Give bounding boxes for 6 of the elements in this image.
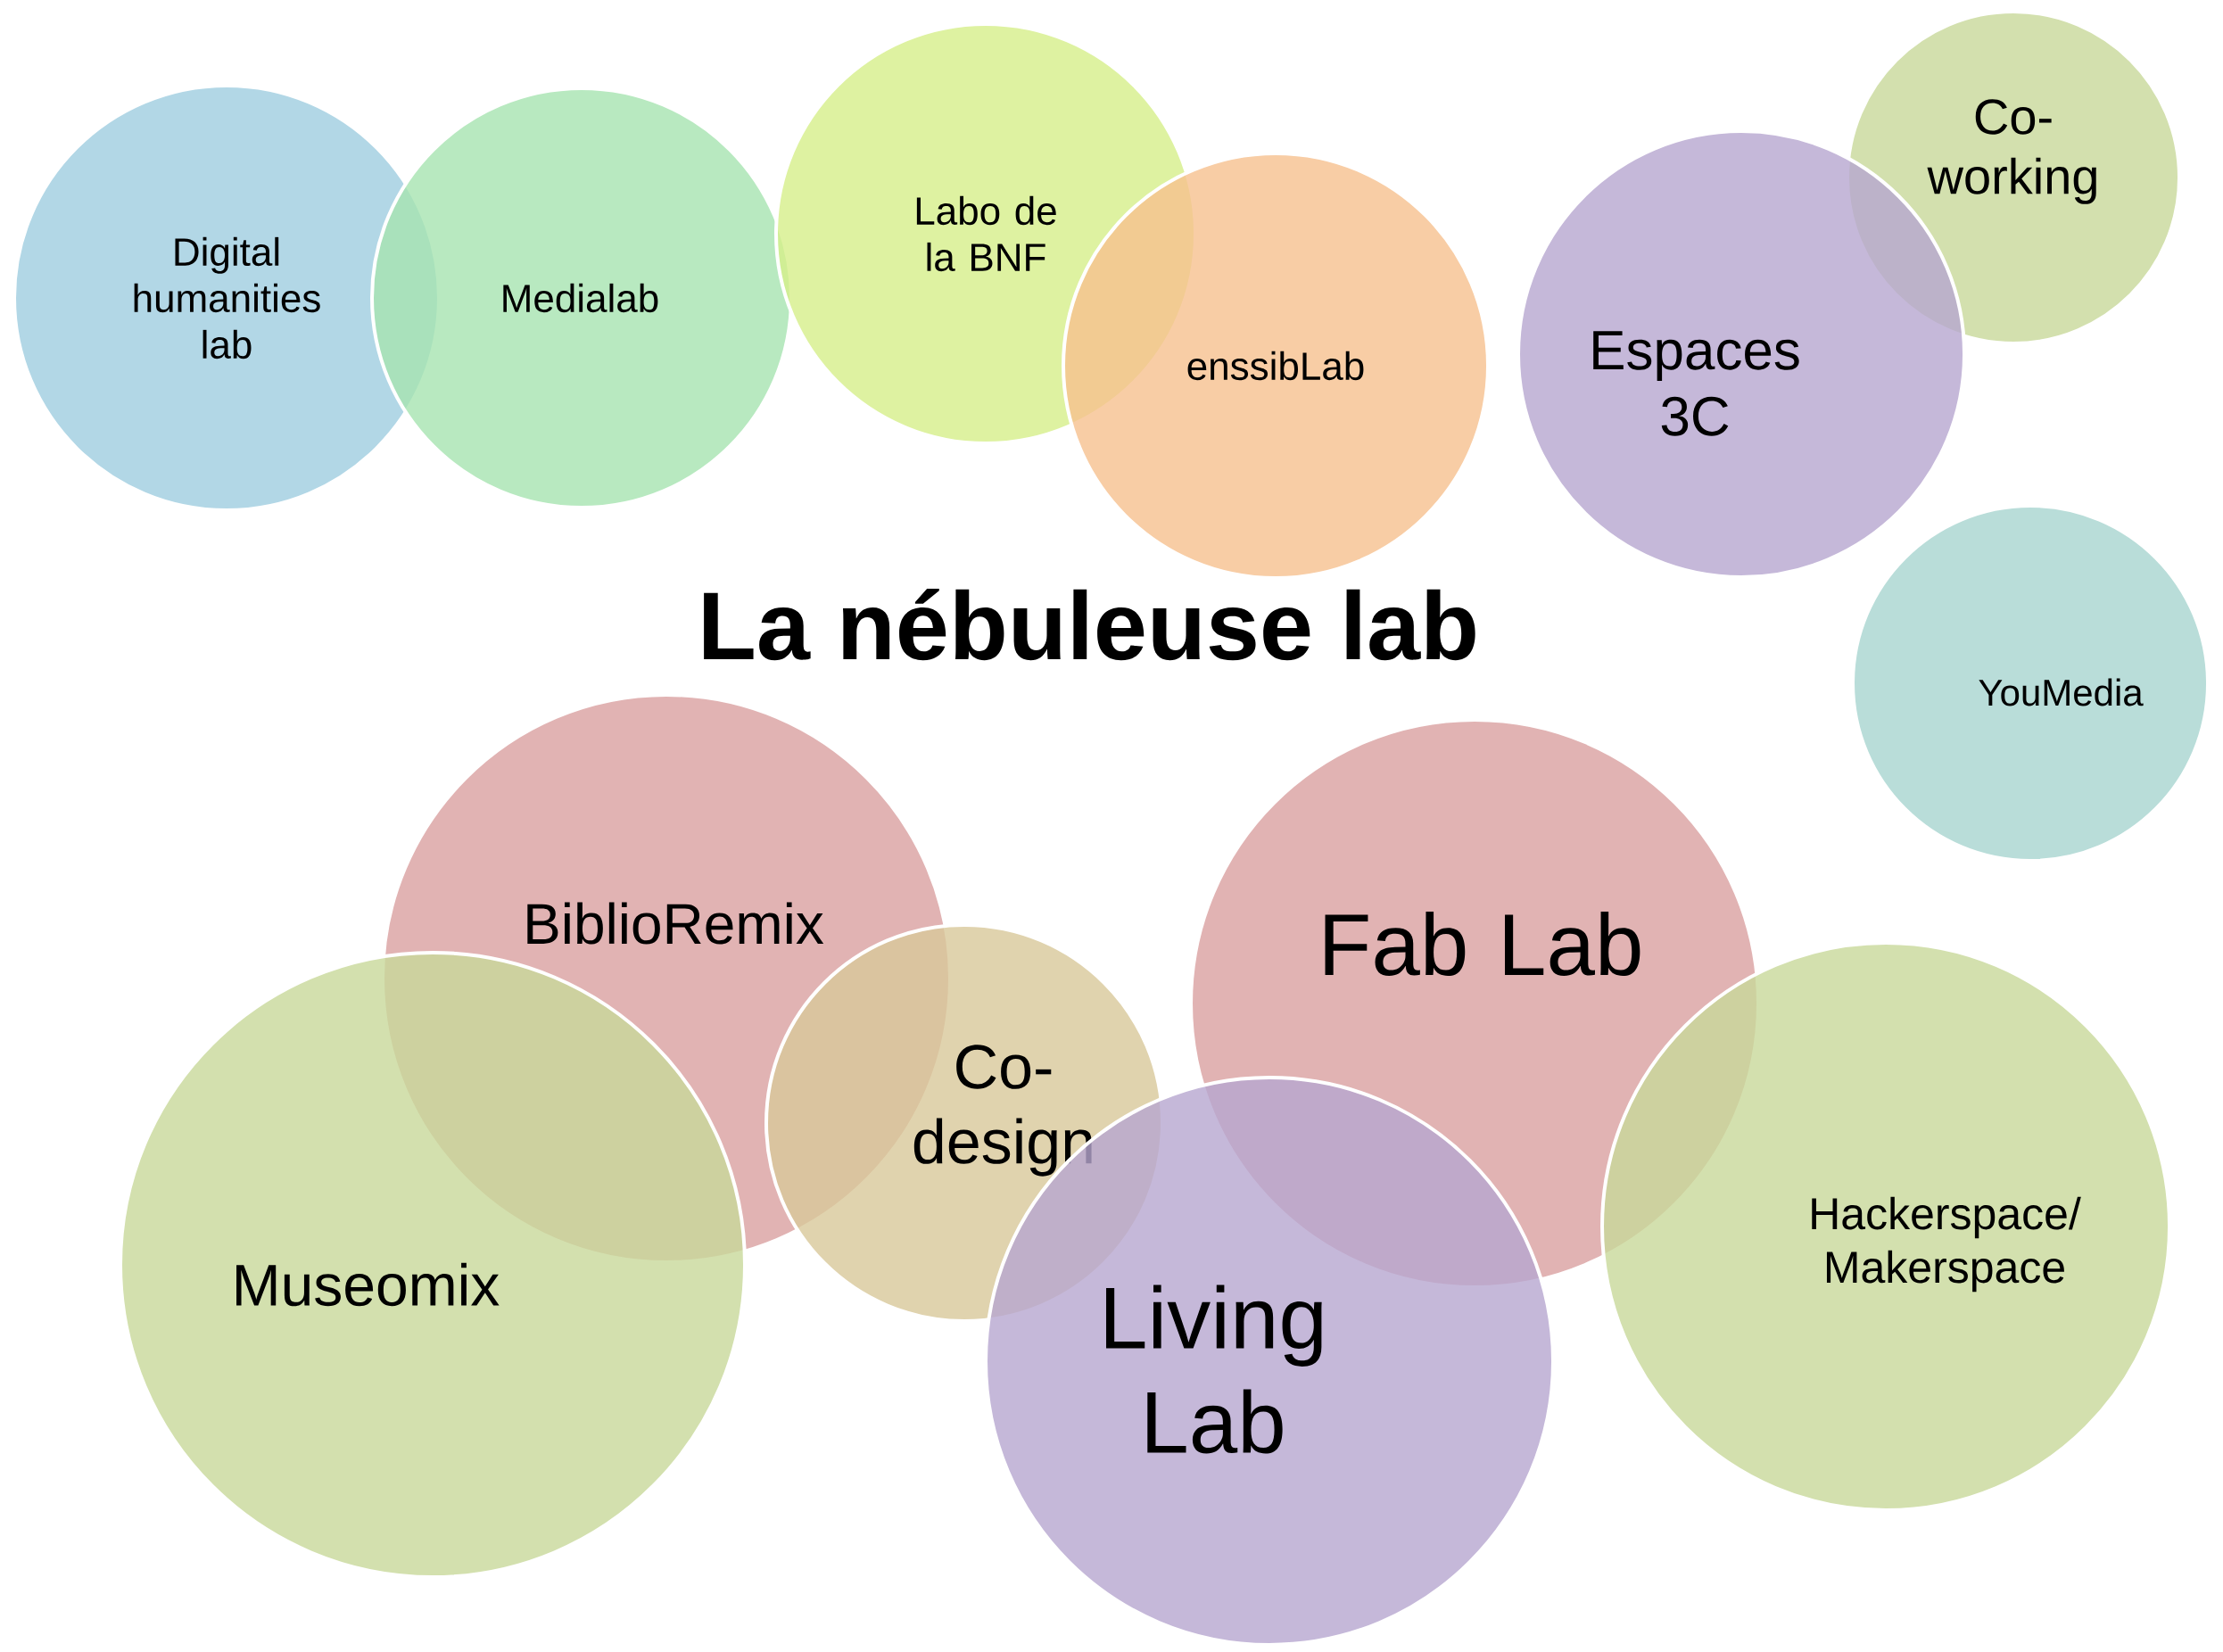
bubble: Museomix [119,951,747,1579]
bubble: YouMedia [1851,504,2210,863]
bubble: Medialab [370,87,793,509]
bubble: Digital humanities lab [12,84,441,512]
bubble: enssibLab [1062,152,1490,580]
title: La nébuleuse lab [704,588,1475,661]
